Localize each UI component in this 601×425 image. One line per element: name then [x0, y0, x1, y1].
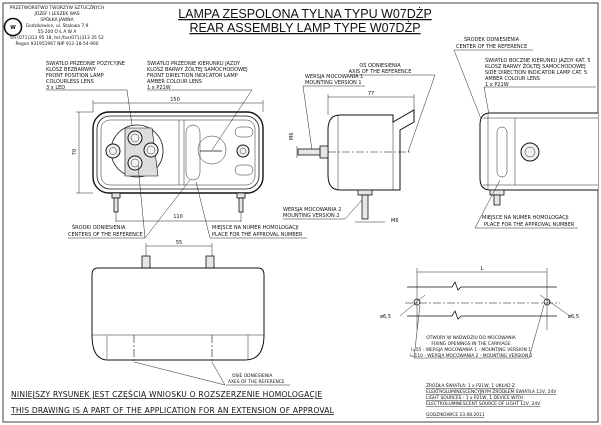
- bottom-view: 55: [91, 240, 265, 386]
- label-line: WERSJA MOCOWANIA 2: [283, 207, 341, 213]
- company-block: W PRZETWÓRSTWO TWORZYW SZTUCZNYCH JÓZEF …: [3, 4, 105, 47]
- company-line: 55-200 O Ł A W A: [38, 29, 77, 35]
- label-fixing-openings: OTWORY W NADWOZIU DO MOCOWANIA FIXING OP…: [410, 335, 533, 359]
- label-mounting-v1: WERSJA MOCOWANIA 1 MOUNTING VERSION 1: [302, 74, 365, 151]
- label-line: AXIS OF THE REFERENCE: [349, 69, 412, 75]
- note-line: ŹRÓDŁA ŚWIATŁA: 1 x P21W, 1 UKŁAD Z: [426, 381, 515, 389]
- label-line: MIEJSCE NA NUMER HOMOLOGACJI: [212, 225, 299, 231]
- label-line: KLOSZ BARWY ŻÓŁTEJ SAMOCHODOWEJ: [147, 66, 248, 73]
- label-line: FIXING OPENINGS IN THE CARRIAGE: [431, 341, 510, 347]
- label-line: l=110 - WERSJA MOCOWANIA 2 - MOUNTING VE…: [410, 353, 533, 359]
- label-line: OSIE ODNIESIENIA: [232, 373, 272, 379]
- label-line: PLACE FOR THE APPROVAL NUMBER: [212, 232, 303, 238]
- company-line: JÓZEF I LESZEK WAŚ: [33, 10, 79, 17]
- label-line: KLOSZ BARWY ŻÓŁTEJ SAMOCHODOWEJ: [485, 63, 586, 70]
- label-mounting-v2: WERSJA MOCOWANIA 2 MOUNTING VERSION 2: [283, 199, 363, 220]
- label-line: FRONT POSITION LAMP: [46, 73, 104, 79]
- side-view: 77 M6 M6: [289, 91, 415, 224]
- label-line: l=55 - WERSJA MOCOWANIA 1 - MOUNTING VER…: [411, 347, 531, 353]
- label-line: SIDE DIRECTION INDICATOR LAMP CAT. 5: [485, 70, 587, 76]
- note-line: LIGHT SOURCES : 1 x P21W, 1 DEVICE WITH: [426, 395, 523, 401]
- label-line: MOUNTING VERSION 2: [283, 213, 340, 219]
- label-line: OTWORY W NADWOZIU DO MOCOWANIA: [426, 335, 516, 341]
- company-line: Godzikowice, ul. Stalowa 7,9: [26, 23, 89, 29]
- dimension-hole-left: ø6,5: [380, 314, 391, 320]
- label-centers-reference: ŚRODKI ODNIESIENIA CENTERS OF THE REFERE…: [68, 164, 191, 239]
- label-approval-place-side: MIEJSCE NA NUMER HOMOLOGACJI PLACE FOR T…: [474, 179, 578, 229]
- label-line: ŚRODKI ODNIESIENIA: [72, 224, 126, 231]
- label-line: WERSJA MOCOWANIA 1: [305, 74, 363, 80]
- label-line: FRONT DIRECTION INDICATOR LAMP: [147, 73, 238, 79]
- label-center-reference: ŚRODEK ODNIESIENIA CENTER OF THE REFEREN…: [453, 36, 533, 153]
- label-line: MIEJSCE NA NUMER HOMOLOGACJI: [482, 215, 569, 221]
- company-line: SPÓŁKA JAWNA: [40, 16, 73, 23]
- label-line: CENTERS OF THE REFERENCE: [68, 232, 143, 238]
- label-line: CENTER OF THE REFERENCE: [456, 44, 527, 50]
- light-sources-note: ŹRÓDŁA ŚWIATŁA: 1 x P21W, 1 UKŁAD Z ELEK…: [426, 381, 556, 418]
- label-front-position: ŚWIATŁO PRZEDNIE POZYCYJNE KLOSZ BEZBARW…: [46, 60, 133, 126]
- company-logo-text: W: [10, 25, 16, 31]
- label-front-direction: ŚWIATŁO PRZEDNIE KIERUNKU JAZDY KLOSZ BA…: [147, 60, 253, 151]
- dimension-length: L: [481, 266, 484, 272]
- label-line: 1 x P21W: [147, 85, 171, 91]
- side-view-right: [479, 112, 598, 206]
- label-line: KLOSZ BEZBARWNY: [46, 67, 97, 73]
- front-view: 150 70 110: [72, 97, 264, 222]
- dimension-thread-v1: M6: [289, 133, 295, 141]
- dimension-width: 150: [170, 97, 180, 103]
- label-line: ŚWIATŁO PRZEDNIE KIERUNKU JAZDY: [147, 60, 241, 67]
- dimension-hole-right: ø6,5: [568, 314, 579, 320]
- label-line: MOUNTING VERSION 1: [305, 80, 362, 86]
- title-polish: LAMPA ZESPOLONA TYLNA TYPU W07DŻP: [178, 7, 432, 21]
- label-line: AMBER COLOUR LENS: [485, 76, 540, 82]
- label-line: ŚWIATŁO PRZEDNIE POZYCYJNE: [46, 60, 125, 67]
- dimension-spacing-v2: 110: [173, 214, 183, 220]
- dimension-height: 70: [72, 149, 78, 155]
- label-line: AMBER COLOUR LENS: [147, 79, 202, 85]
- label-line: OŚ ODNIESIENIA: [359, 62, 401, 69]
- note-line: ELECTROLUMINESCENT SOURCE OF LIGHT 12V, …: [426, 401, 540, 407]
- note-line: ELEKTROLUMINESCENCYJNYM ŹRÓDŁEM ŚWIATŁA …: [426, 387, 556, 395]
- title-english: REAR ASSEMBLY LAMP TYPE W07DŻP: [189, 21, 420, 35]
- label-approval-place-front: MIEJSCE NA NUMER HOMOLOGACJI PLACE FOR T…: [195, 181, 307, 239]
- label-line: AXES OF THE REFERENCE: [228, 379, 285, 385]
- label-axis-reference: OŚ ODNIESIENIA AXIS OF THE REFERENCE: [349, 62, 436, 153]
- drawing-date: GODZIKOWICE 23.08.2011: [426, 412, 485, 418]
- label-line: 1 x P21W: [485, 82, 509, 88]
- label-side-direction: ŚWIATŁO BOCZNE KIERUNKU JAZDY KAT. 5 KLO…: [483, 57, 596, 121]
- company-line: PRZETWÓRSTWO TWORZYW SZTUCZNYCH: [10, 4, 105, 11]
- label-line: 3 x LED: [46, 85, 65, 91]
- dimension-spacing-v1: 55: [176, 240, 182, 246]
- dimension-thread-v2: M6: [391, 218, 399, 224]
- label-line: ŚWIATŁO BOCZNE KIERUNKU JAZDY KAT. 5: [485, 57, 590, 64]
- fixing-openings-diagram: L ø6,5 ø6,5: [380, 266, 579, 359]
- note-polish: NINIEJSZY RYSUNEK JEST CZĘŚCIĄ WNIOSKU O…: [11, 390, 322, 399]
- company-line: tel.(071)313 95 18, tel./fax(071)313 35 …: [10, 35, 104, 41]
- company-logo: [3, 17, 23, 37]
- note-english: THIS DRAWING IS A PART OF THE APPLICATIO…: [10, 406, 335, 415]
- label-line: ŚRODEK ODNIESIENIA: [464, 36, 520, 43]
- label-line: COLOURLESS LENS: [46, 79, 94, 85]
- company-line: Regon 931951967 NIP 912-18-54-900: [15, 41, 98, 47]
- dimension-depth: 77: [368, 91, 374, 97]
- label-line: PLACE FOR THE APPROVAL NUMBER: [484, 222, 575, 228]
- label-axes-reference: OSIE ODNIESIENIA AXES OF THE REFERENCE: [226, 373, 290, 386]
